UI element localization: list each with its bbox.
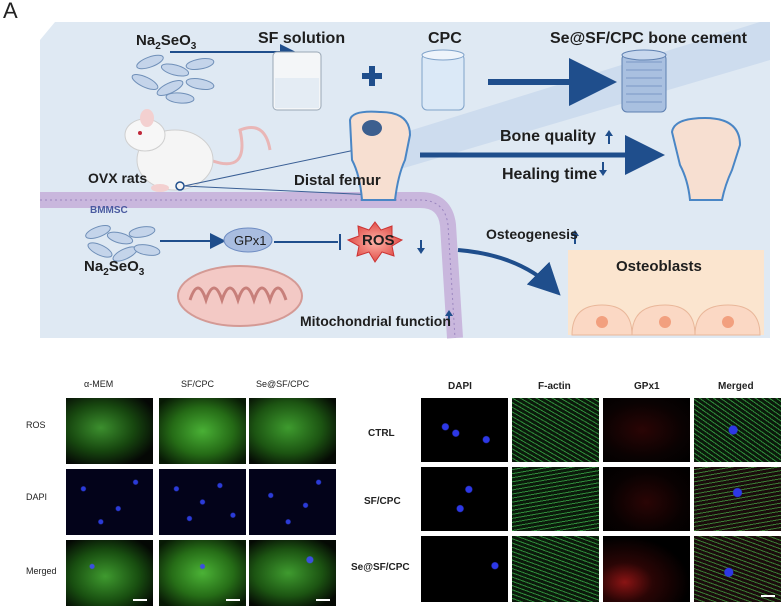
sesfcpc-factin-image [512, 536, 599, 602]
panel-letter: A [3, 0, 18, 23]
micrograph-ros-amem [66, 398, 153, 464]
crystals-top [131, 54, 215, 104]
cpc-cylinder [421, 49, 465, 111]
sesfcpc-gpx1-image [603, 536, 690, 602]
osteoblasts-illustration [568, 250, 764, 336]
bmmsc-label: BMMSC [90, 205, 128, 216]
osteoblasts-label: Osteoblasts [616, 258, 702, 275]
sf-beaker [272, 51, 322, 111]
left-col-label-amem: α-MEM [84, 379, 114, 389]
mitochondrion [177, 265, 303, 327]
micrograph-merged-amem [66, 540, 153, 606]
micrograph-dapi-amem [66, 469, 153, 535]
sesfcpc-merged-image [694, 536, 781, 602]
micrograph-dapi-sesfcpc [249, 469, 336, 535]
left-col-label-sesfcpc: Se@SF/CPC [256, 379, 310, 389]
right-row-label-sesfcpc: Se@SF/CPC [351, 562, 410, 573]
micrograph-merged-sfcpc [159, 540, 246, 606]
sfcpc-factin-image [512, 467, 599, 531]
ctrl-dapi-image [421, 398, 508, 462]
sfcpc-dapi-image [421, 467, 508, 531]
sfcpc-gpx1-image [603, 467, 690, 531]
distal-femur-label: Distal femur [294, 172, 381, 189]
gpx1-badge [223, 227, 273, 253]
osteogenesis-label: Osteogenesis [486, 226, 578, 242]
right-col-label-gpx1: GPx1 [634, 381, 660, 392]
healed-bone [670, 116, 742, 201]
ctrl-gpx1-image [603, 398, 690, 462]
left-col-label-sfcpc: SF/CPC [181, 379, 215, 389]
rat-illustration [124, 109, 272, 192]
micrograph-ros-sesfcpc [249, 398, 336, 464]
plus-icon [362, 66, 382, 86]
bone-quality-label: Bone quality [500, 128, 597, 145]
healing-time-label: Healing time [502, 166, 598, 183]
left-row-label-merged: Merged [26, 566, 57, 576]
micrograph-merged-sesfcpc [249, 540, 336, 606]
schematic-panel [40, 22, 770, 339]
gpx1-label: GPx1 [234, 233, 267, 248]
ros-label: ROS [362, 232, 395, 249]
na2seo3-bottom-label: Na2SeO3 [84, 258, 145, 278]
right-row-label-sfcpc: SF/CPC [364, 496, 401, 507]
sesfcpc-dapi-image [421, 536, 508, 602]
right-col-label-dapi: DAPI [448, 381, 472, 392]
micrograph-dapi-sfcpc [159, 469, 246, 535]
right-col-label-merged: Merged [718, 381, 754, 392]
sf-solution-label: SF solution [258, 30, 346, 47]
cement-label: Se@SF/CPC bone cement [550, 30, 747, 47]
cpc-label: CPC [428, 30, 462, 47]
left-row-label-dapi: DAPI [26, 492, 48, 502]
ctrl-merged-image [694, 398, 781, 462]
left-row-label-ros: ROS [26, 420, 46, 430]
crystals-bottom [85, 225, 161, 262]
right-row-label-ctrl: CTRL [368, 428, 395, 439]
femur-illustration [348, 110, 412, 201]
ros-burst [346, 221, 404, 263]
ctrl-factin-image [512, 398, 599, 462]
cement-cylinder [621, 49, 667, 113]
ovx-rats-label: OVX rats [88, 170, 148, 186]
micrograph-ros-sfcpc [159, 398, 246, 464]
na2seo3-top-label: Na2SeO3 [136, 32, 197, 52]
mito-function-label: Mitochondrial function [300, 313, 451, 329]
right-col-label-factin: F-actin [538, 381, 571, 392]
sfcpc-merged-image [694, 467, 781, 531]
